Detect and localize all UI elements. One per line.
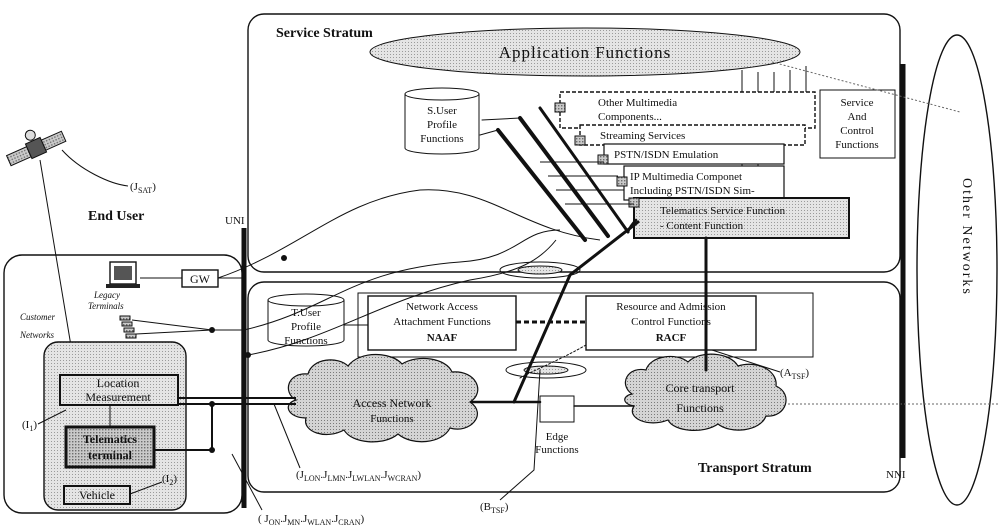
racf-line-3: RACF bbox=[656, 332, 687, 344]
ims-line-1: IP Multimedia Componet bbox=[630, 171, 742, 183]
jsat-label-close: ) bbox=[152, 181, 156, 193]
i1-label-close: ) bbox=[33, 419, 37, 431]
naaf-line-3: NAAF bbox=[427, 332, 458, 344]
i1-label: (I1) bbox=[22, 419, 37, 433]
service-stratum-title: Service Stratum bbox=[276, 26, 373, 41]
jo-label-sub-1: ON bbox=[269, 518, 281, 527]
end-user-area: End User (JSAT) Legacy Terminals GW Cust bbox=[1, 118, 296, 513]
legacy-terminals-line-2: Terminals bbox=[88, 301, 124, 311]
other-multimedia-line-2: Components... bbox=[598, 111, 662, 123]
core-transport-line-2: Functions bbox=[676, 401, 724, 415]
i2-label-close: ) bbox=[173, 473, 177, 485]
location-measurement-line-1: Location bbox=[97, 376, 140, 390]
jl-label-sub-1: LON bbox=[304, 474, 321, 483]
customer-networks-line-1: Customer bbox=[20, 312, 56, 322]
other-networks-ellipse bbox=[917, 35, 997, 505]
vehicle-label: Vehicle bbox=[79, 488, 115, 502]
service-control-line-4: Functions bbox=[835, 139, 878, 151]
pstn-label: PSTN/ISDN Emulation bbox=[614, 149, 719, 161]
jsat-label-sub: SAT bbox=[138, 186, 152, 195]
btsf-label-sub: TSF bbox=[491, 506, 505, 515]
s-user-profile-db: S.User Profile Functions bbox=[405, 88, 479, 154]
access-network-line-1: Access Network bbox=[353, 396, 432, 410]
naaf-line-1: Network Access bbox=[406, 301, 478, 313]
legacy-terminals-line-1: Legacy bbox=[93, 290, 120, 300]
btsf-label-main: (B bbox=[480, 501, 491, 513]
jo-label: ( JON.JMN.JWLAN.JCRAN) bbox=[258, 513, 364, 527]
s-user-profile-line-1: S.User bbox=[427, 105, 457, 117]
satellite-icon bbox=[1, 118, 67, 167]
jo-label-close: ) bbox=[360, 513, 364, 525]
service-control-line-1: Service bbox=[841, 97, 874, 109]
customer-network-icon bbox=[120, 316, 136, 338]
jl-label: (JLON.JLMN.JLWLAN.JWCRAN) bbox=[296, 469, 421, 483]
streaming-label: Streaming Services bbox=[600, 130, 685, 142]
atsf-label: (ATSF) bbox=[780, 367, 809, 381]
telematics-terminal-line-2: terminal bbox=[88, 448, 133, 462]
edge-functions-line-1: Edge bbox=[546, 431, 569, 443]
jsat-label: (JSAT) bbox=[130, 181, 156, 195]
racf-line-2: Control Functions bbox=[631, 316, 711, 328]
nni-label: NNI bbox=[886, 469, 906, 481]
jl-label-close: ) bbox=[417, 469, 421, 481]
location-measurement-line-2: Measurement bbox=[85, 390, 151, 404]
telematics-service-line-2: - Content Function bbox=[660, 220, 744, 232]
jo-label-sub-3: WLAN bbox=[307, 518, 331, 527]
application-functions-label: Application Functions bbox=[499, 43, 672, 62]
access-network-cloud: Access Network Functions bbox=[288, 355, 478, 442]
end-user-title: End User bbox=[88, 209, 144, 224]
btsf-label-close: ) bbox=[505, 501, 509, 513]
jo-label-part-1: ( J bbox=[258, 513, 269, 525]
jo-label-sub-2: MN bbox=[287, 518, 300, 527]
jl-label-sub-3: LWLAN bbox=[352, 474, 381, 483]
edge-functions-line-2: Functions bbox=[535, 444, 578, 456]
atsf-label-sub: TSF bbox=[792, 372, 806, 381]
jl-label-sub-2: LMN bbox=[327, 474, 345, 483]
btsf-pointer bbox=[500, 470, 534, 500]
btsf-label: (BTSF) bbox=[480, 501, 509, 515]
service-control-line-3: Control bbox=[840, 125, 874, 137]
s-user-profile-line-2: Profile bbox=[427, 119, 457, 131]
access-network-line-2: Functions bbox=[370, 413, 413, 425]
telematics-service-box bbox=[634, 198, 849, 238]
transport-stratum-title: Transport Stratum bbox=[698, 461, 812, 476]
t-user-profile-line-2: Profile bbox=[291, 321, 321, 333]
customer-network-links bbox=[132, 320, 244, 334]
naaf-line-2: Attachment Functions bbox=[393, 316, 490, 328]
racf-line-1: Resource and Admission bbox=[616, 301, 726, 313]
transport-stratum: Transport Stratum T.User Profile Functio… bbox=[248, 222, 900, 492]
other-multimedia-line-1: Other Multimedia bbox=[598, 97, 677, 109]
other-networks-label: Other Networks bbox=[959, 178, 974, 296]
customer-networks-line-2: Networks bbox=[19, 330, 54, 340]
uni-label: UNI bbox=[225, 215, 245, 227]
t-user-profile-line-3: Functions bbox=[284, 335, 327, 347]
jo-pointer bbox=[232, 454, 262, 510]
edge-functions-box bbox=[540, 396, 574, 422]
service-control-line-2: And bbox=[848, 111, 867, 123]
s-user-profile-line-3: Functions bbox=[420, 133, 463, 145]
atsf-label-close: ) bbox=[805, 367, 809, 379]
service-stratum: Service Stratum Application Functions Se… bbox=[248, 14, 900, 272]
atsf-label-main: (A bbox=[780, 367, 792, 379]
core-transport-line-1: Core transport bbox=[666, 381, 736, 395]
telematics-service-line-1: Telematics Service Function bbox=[660, 205, 786, 217]
legacy-terminal-icon bbox=[106, 262, 140, 288]
gw-label: GW bbox=[190, 272, 211, 286]
ims-line-2: Including PSTN/ISDN Sim- bbox=[630, 185, 755, 197]
telematics-terminal-line-1: Telematics bbox=[83, 432, 138, 446]
jo-label-sub-4: CRAN bbox=[338, 518, 360, 527]
satellite-sat-link bbox=[62, 150, 128, 186]
jl-label-sub-4: WCRAN bbox=[388, 474, 418, 483]
